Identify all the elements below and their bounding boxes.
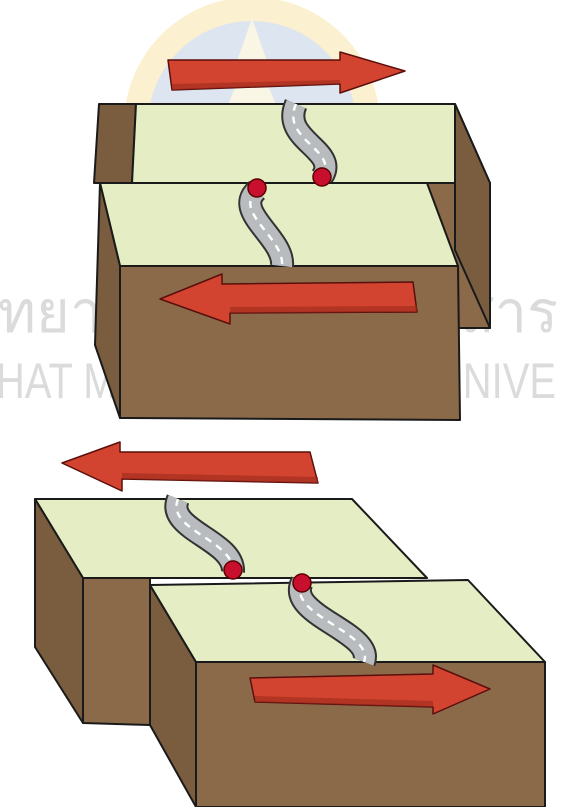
bottom-arrow-left [62, 442, 318, 491]
bottom-left-block-front [83, 578, 150, 725]
top-marker-front [248, 179, 266, 197]
top-back-block-left-side [94, 104, 136, 183]
top-marker-back [313, 168, 331, 186]
bottom-marker-right [293, 574, 311, 592]
bottom-panel [35, 442, 545, 807]
top-panel [94, 52, 490, 420]
bottom-marker-left [224, 561, 242, 579]
